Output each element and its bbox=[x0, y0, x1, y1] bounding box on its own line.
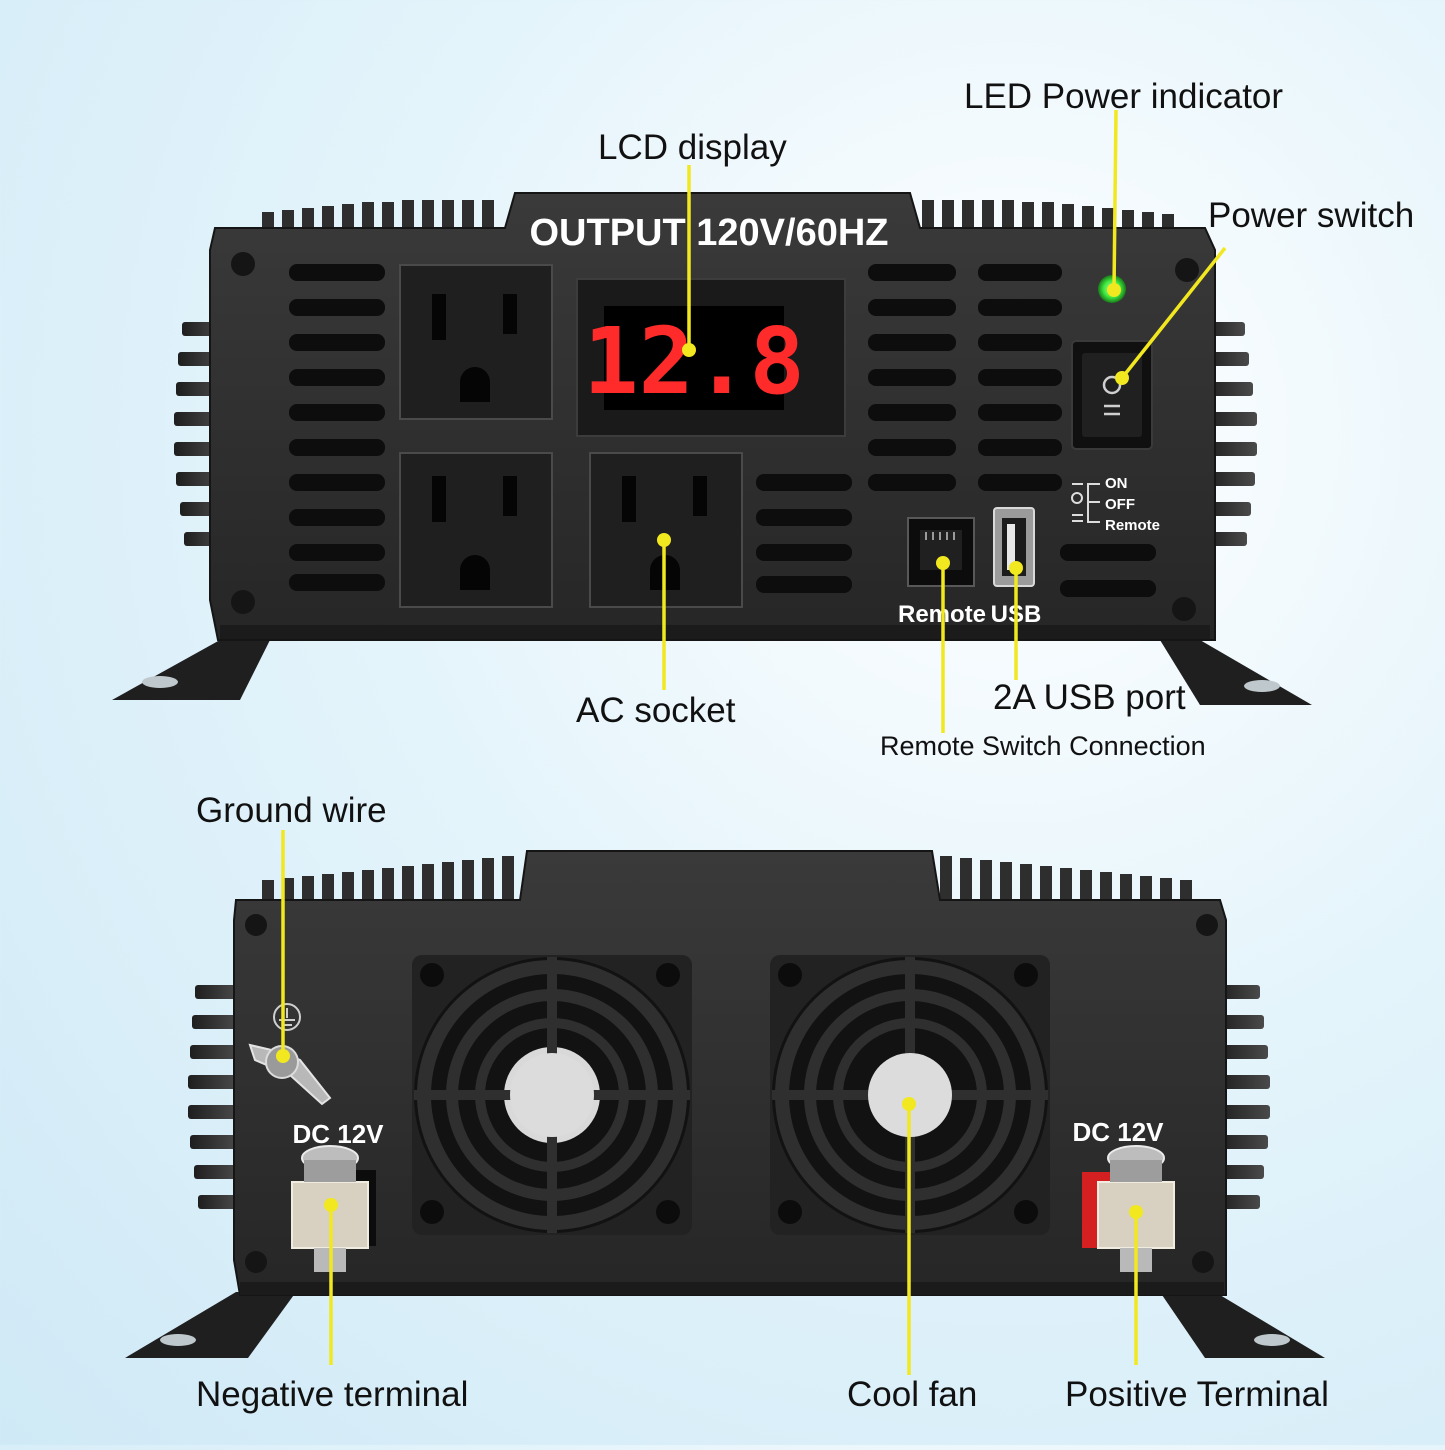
front-panel-base bbox=[220, 625, 1210, 639]
output-label: OUTPUT 120V/60HZ bbox=[530, 212, 889, 254]
leader-dot-usb bbox=[1009, 561, 1023, 575]
dc-label-positive: DC 12V bbox=[1072, 1117, 1164, 1147]
front-top-fins bbox=[262, 200, 1174, 232]
callout-led-indicator: LED Power indicator bbox=[964, 77, 1284, 116]
callout-ground-wire: Ground wire bbox=[196, 791, 387, 830]
front-vents-middle bbox=[756, 264, 1156, 597]
rear-foot-right bbox=[1160, 1292, 1325, 1358]
leader-dot-lcd bbox=[682, 343, 696, 357]
callout-negative-terminal: Negative terminal bbox=[196, 1375, 469, 1414]
leader-dot-led bbox=[1107, 283, 1121, 297]
lcd-reading: 12.8 bbox=[583, 308, 805, 415]
rear-fins-right bbox=[1218, 985, 1270, 1209]
remote-port bbox=[907, 517, 975, 587]
front-foot-hole-left bbox=[142, 676, 178, 688]
leader-dot-switch bbox=[1115, 371, 1129, 385]
rear-panel bbox=[233, 850, 1227, 1296]
leader-dot-ground bbox=[276, 1049, 290, 1063]
ac-outlet-bottom-right bbox=[589, 452, 743, 608]
front-unit: 12.8 OUTPUT 120V/60HZ ON OFF Remote bbox=[112, 192, 1312, 705]
lcd-display: 12.8 bbox=[576, 278, 846, 437]
leader-dot-positive bbox=[1129, 1205, 1143, 1219]
legend-on: ON bbox=[1105, 475, 1128, 492]
ac-outlet-bottom-left bbox=[399, 452, 553, 608]
dc-label-negative: DC 12V bbox=[292, 1119, 384, 1149]
leader-led bbox=[1112, 109, 1118, 291]
rear-fins-left bbox=[188, 985, 237, 1209]
leader-switch bbox=[1120, 246, 1227, 380]
front-vents-left bbox=[289, 264, 385, 591]
rear-foot-left bbox=[125, 1292, 296, 1358]
leader-dot-remote bbox=[936, 556, 950, 570]
callout-cool-fan: Cool fan bbox=[847, 1375, 978, 1414]
legend-off: OFF bbox=[1105, 496, 1135, 513]
rear-unit: DC 12V DC 12V bbox=[125, 850, 1325, 1358]
front-foot-hole-right bbox=[1244, 680, 1280, 692]
rear-screws bbox=[245, 914, 1218, 1273]
leader-dot-ac bbox=[657, 533, 671, 547]
leader-dot-negative bbox=[324, 1198, 338, 1212]
leader-dot-fan bbox=[902, 1097, 916, 1111]
callout-lcd-display: LCD display bbox=[598, 128, 787, 167]
front-screws bbox=[231, 252, 1199, 621]
callout-leaders bbox=[276, 109, 1227, 1375]
rear-top-fins bbox=[262, 856, 1192, 902]
callout-ac-socket: AC socket bbox=[576, 691, 736, 730]
callout-remote-connection: Remote Switch Connection bbox=[880, 731, 1206, 761]
front-foot-left bbox=[112, 640, 270, 700]
cooling-fan-left bbox=[412, 955, 692, 1235]
switch-legend: ON OFF Remote bbox=[1071, 475, 1160, 534]
callout-power-switch: Power switch bbox=[1208, 196, 1415, 235]
ac-outlet-top bbox=[399, 264, 553, 420]
callout-usb-port: 2A USB port bbox=[993, 678, 1186, 717]
legend-remote: Remote bbox=[1105, 517, 1160, 534]
callout-positive-terminal: Positive Terminal bbox=[1065, 1375, 1329, 1414]
